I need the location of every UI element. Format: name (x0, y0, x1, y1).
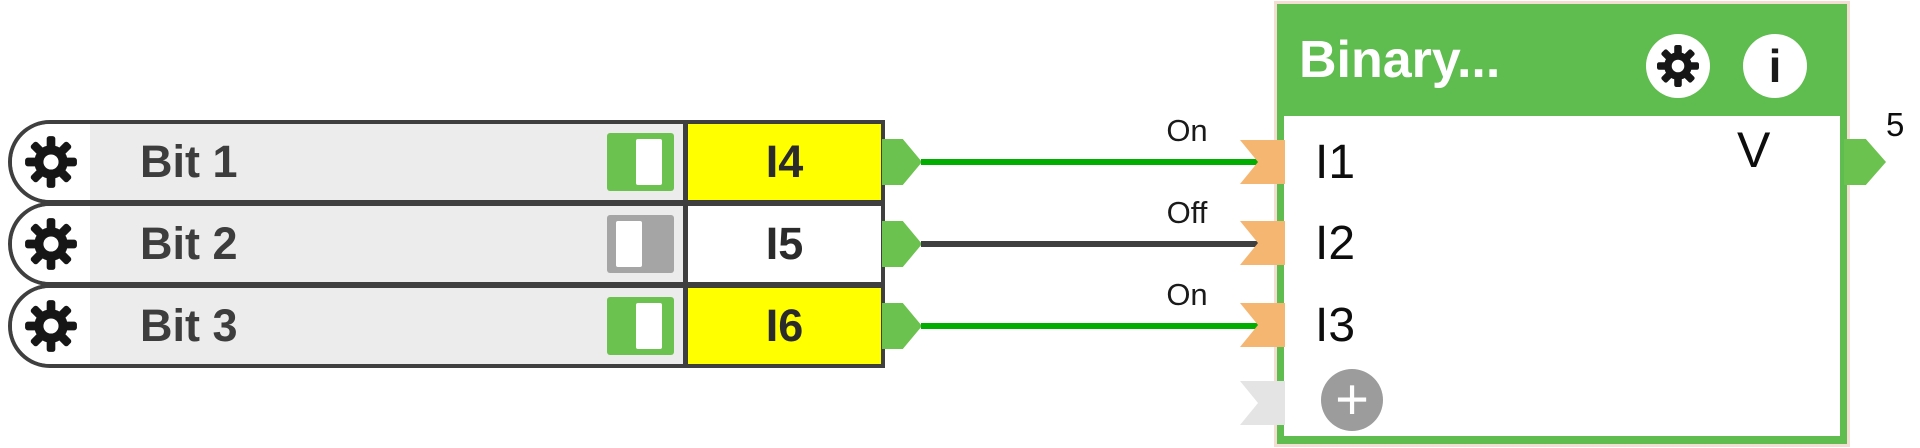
bit1-output-pin[interactable] (882, 139, 922, 185)
bit2-terminal-box[interactable]: I5 (683, 206, 881, 282)
fblock-input-label-i1: I1 (1315, 136, 1356, 189)
wire3-state-label: On (1166, 277, 1208, 312)
bit2-output-pin[interactable] (882, 221, 922, 267)
bit2-name-label: Bit 2 (140, 218, 238, 269)
bit3-output-pin[interactable] (882, 303, 922, 349)
fblock-input-label-i2: I2 (1315, 217, 1356, 270)
bit3-name-label: Bit 3 (140, 300, 238, 351)
fblock-output-pin[interactable] (1844, 139, 1886, 185)
fblock-info-button[interactable]: i (1743, 34, 1807, 98)
toggle-knob (636, 303, 662, 349)
gear-icon (1657, 45, 1699, 87)
bit3-terminal-box[interactable]: I6 (683, 288, 881, 364)
wire-bit2-to-i2[interactable] (921, 241, 1261, 247)
bit3-terminal-label: I6 (765, 300, 804, 351)
info-icon: i (1768, 40, 1782, 92)
wire-bit3-to-i3[interactable] (921, 323, 1261, 329)
bit1-label-zone: Bit 1 (90, 124, 683, 200)
bit1-settings-area (12, 124, 90, 200)
bit1-terminal-box[interactable]: I4 (683, 124, 881, 200)
bit3-label-zone: Bit 3 (90, 288, 683, 364)
bit2-toggle-switch[interactable] (607, 215, 674, 273)
wire1-state-label: On (1166, 113, 1208, 148)
fblock-input-pin-spare[interactable] (1240, 381, 1285, 425)
gear-icon[interactable] (24, 135, 78, 189)
fblock-output-value: 5 (1886, 106, 1905, 143)
gear-icon[interactable] (24, 217, 78, 271)
toggle-knob (616, 221, 642, 267)
bit2-label-zone: Bit 2 (90, 206, 683, 282)
toggle-knob (636, 139, 662, 185)
fblock-output-label: V (1737, 122, 1771, 178)
wire2-state-label: Off (1166, 195, 1208, 230)
bit3-toggle-switch[interactable] (607, 297, 674, 355)
bit2-settings-area (12, 206, 90, 282)
input-block-bit3[interactable]: Bit 3 I6 (8, 284, 922, 368)
fblock-input-label-i3: I3 (1315, 299, 1356, 352)
input-block-bit1[interactable]: Bit 1 I4 (8, 120, 922, 204)
function-block-binary[interactable]: Binary... (1277, 4, 1847, 444)
plus-icon: + (1335, 367, 1369, 432)
bit1-terminal-label: I4 (765, 136, 804, 187)
bit1-name-label: Bit 1 (140, 136, 238, 187)
bit3-settings-area (12, 288, 90, 364)
gear-icon[interactable] (24, 299, 78, 353)
input-block-bit2[interactable]: Bit 2 I5 (8, 202, 922, 286)
fblock-title: Binary... (1299, 31, 1501, 89)
bit1-toggle-switch[interactable] (607, 133, 674, 191)
fblock-header[interactable]: Binary... (1277, 4, 1847, 116)
bit2-terminal-label: I5 (765, 218, 804, 269)
add-input-button[interactable]: + (1321, 369, 1383, 431)
wire-bit1-to-i1[interactable] (921, 159, 1261, 165)
fblock-settings-button[interactable] (1646, 34, 1710, 98)
